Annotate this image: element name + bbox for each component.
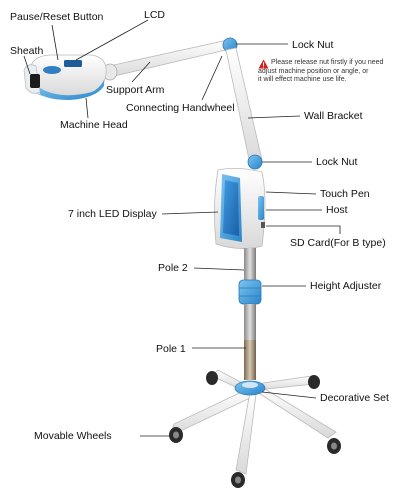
label-support-arm: Support Arm	[106, 84, 165, 96]
label-height-adjuster: Height Adjuster	[310, 280, 382, 292]
label-lcd: LCD	[144, 9, 166, 21]
label-led-display: 7 inch LED Display	[68, 208, 157, 220]
label-movable-wheels: Movable Wheels	[34, 430, 112, 442]
label-connecting-handwheel: Connecting Handwheel	[126, 102, 235, 114]
pole-1	[244, 304, 256, 380]
label-lock-nut-mid: Lock Nut	[316, 156, 358, 168]
support-arm	[99, 39, 235, 79]
movable-wheels	[169, 371, 341, 488]
decorative-set	[234, 380, 266, 396]
label-pole-1: Pole 1	[156, 343, 186, 355]
warning-icon	[258, 59, 269, 69]
warning-line-1: Please release nut firstly if you need	[271, 59, 384, 66]
label-sheath: Sheath	[10, 45, 44, 57]
label-pause-reset-button: Pause/Reset Button	[10, 11, 104, 23]
leader-led-display	[161, 211, 219, 215]
leader-lines	[23, 19, 341, 437]
leader-pause-reset	[51, 24, 59, 61]
warning-line-2: adjust machine position or angle, or	[258, 67, 369, 75]
lock-nut-mid	[247, 154, 263, 170]
label-sd-card: SD Card(For B type)	[290, 237, 386, 249]
leader-sd-card	[266, 225, 341, 234]
leader-wall-bracket	[247, 115, 301, 119]
label-touch-pen: Touch Pen	[320, 188, 370, 200]
label-host: Host	[326, 204, 348, 216]
warning-note: Please release nut firstly if you need a…	[258, 59, 414, 85]
warning-line-3: it will effect machine use life.	[258, 76, 347, 83]
leader-lcd	[75, 19, 149, 61]
label-decorative-set: Decorative Set	[320, 392, 389, 404]
height-adjuster	[238, 279, 262, 305]
label-pole-2: Pole 2	[158, 262, 188, 274]
label-machine-head: Machine Head	[60, 119, 128, 131]
label-wall-bracket: Wall Bracket	[304, 110, 363, 122]
machine-head	[29, 54, 107, 100]
leader-sheath	[23, 55, 31, 75]
leader-decorative-set	[261, 391, 317, 399]
leader-support-arm	[131, 61, 151, 83]
sheath	[23, 64, 41, 94]
label-lock-nut-top: Lock Nut	[292, 39, 334, 51]
leader-touch-pen	[265, 191, 317, 195]
host-unit	[214, 168, 266, 249]
leader-machine-head	[85, 97, 89, 119]
pole-2	[244, 248, 256, 282]
leader-handwheel	[201, 55, 223, 101]
leader-pole-2	[193, 267, 245, 271]
star-base	[169, 369, 337, 475]
